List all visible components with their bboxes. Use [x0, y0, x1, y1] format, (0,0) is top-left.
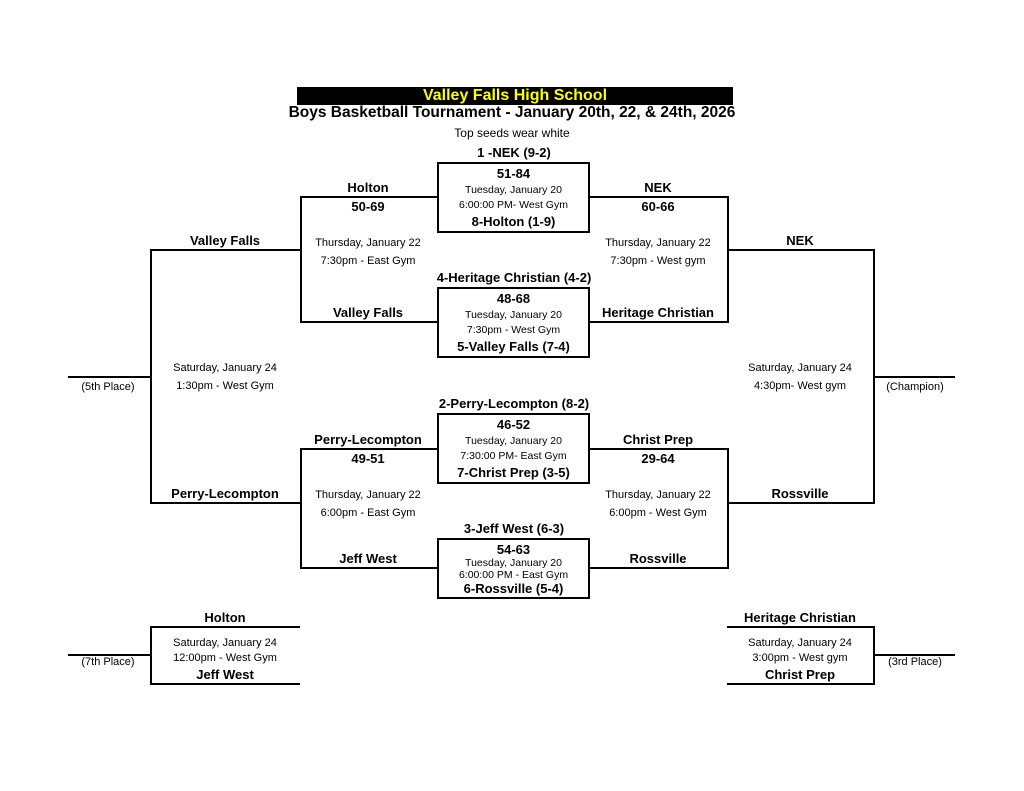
qf3-bottom-seed-label: 7-Christ Prep (3-5): [457, 465, 570, 480]
bracket-line: [300, 448, 437, 450]
bracket-line: [150, 626, 152, 685]
qf3-date: Tuesday, January 20: [465, 435, 562, 447]
champ-semi2-bottom-team: Rossville: [629, 551, 687, 566]
bracket-line: [727, 626, 873, 628]
bracket-line: [727, 249, 873, 251]
third-place-date: Saturday, January 24: [748, 637, 852, 649]
bracket-line: [300, 196, 302, 323]
champ-semi1-date: Thursday, January 22: [605, 237, 711, 249]
bracket-line: [300, 196, 437, 198]
tournament-subtitle: Boys Basketball Tournament - January 20t…: [288, 104, 736, 121]
qf4-top-seed-label: 3-Jeff West (6-3): [463, 521, 565, 536]
bracket-line: [150, 626, 300, 628]
champion-label: (Champion): [886, 381, 944, 393]
bracket-line: [590, 196, 727, 198]
cons-semi2-score: 49-51: [351, 451, 385, 466]
seventh-place-stub-line: [68, 654, 150, 656]
third-place-stub-line: [873, 654, 955, 656]
bracket-line: [727, 502, 873, 504]
seventh-place-time-venue: 12:00pm - West Gym: [173, 652, 277, 664]
championship-date: Saturday, January 24: [748, 362, 852, 374]
bracket-line: [727, 196, 729, 323]
fifth-place-stub-line: [68, 376, 150, 378]
champ-semi2-date: Thursday, January 22: [605, 489, 711, 501]
champ-semi1-bottom-team: Heritage Christian: [602, 305, 714, 320]
fifth-place-label: (5th Place): [81, 381, 135, 393]
cons-semi2-winner: Perry-Lecompton: [171, 486, 279, 501]
qf4-time-venue: 6:00:00 PM - East Gym: [458, 569, 569, 581]
champ-semi1-score: 60-66: [641, 199, 675, 214]
qf1-score: 51-84: [496, 166, 531, 181]
qf1-bottom-seed-label: 8-Holton (1-9): [471, 214, 556, 229]
cons-semi2-time-venue: 6:00pm - East Gym: [320, 507, 416, 519]
bracket-line: [300, 448, 302, 569]
seventh-place-label: (7th Place): [81, 656, 135, 668]
champ-semi1-winner: NEK: [786, 233, 814, 248]
bracket-line: [590, 321, 727, 323]
cons-semi1-date: Thursday, January 22: [315, 237, 421, 249]
cons-semi1-time-venue: 7:30pm - East Gym: [320, 255, 416, 267]
bracket-line: [727, 448, 729, 569]
qf3-top-seed-label: 2-Perry-Lecompton (8-2): [438, 396, 590, 411]
school-title-banner: Valley Falls High School: [297, 87, 733, 105]
qf2-date: Tuesday, January 20: [465, 309, 562, 321]
qf3-game-box: 46-52 Tuesday, January 20 7:30:00 PM- Ea…: [437, 413, 590, 484]
champ-semi2-top-team: Christ Prep: [622, 432, 694, 447]
championship-time-venue: 4:30pm- West gym: [753, 380, 847, 392]
qf1-time-venue: 6:00:00 PM- West Gym: [459, 199, 568, 211]
fifth-place-date: Saturday, January 24: [173, 362, 277, 374]
champ-semi2-time-venue: 6:00pm - West Gym: [609, 507, 707, 519]
seventh-place-date: Saturday, January 24: [173, 637, 277, 649]
champ-semi2-score: 29-64: [641, 451, 675, 466]
cons-semi2-bottom-team: Jeff West: [339, 551, 397, 566]
cons-semi1-bottom-team: Valley Falls: [332, 305, 404, 320]
fifth-place-time-venue: 1:30pm - West Gym: [176, 380, 274, 392]
champ-semi2-winner: Rossville: [771, 486, 829, 501]
qf3-score: 46-52: [496, 417, 531, 432]
qf2-game-box: 48-68 Tuesday, January 20 7:30pm - West …: [437, 287, 590, 358]
bracket-line: [300, 567, 437, 569]
bracket-line: [300, 321, 437, 323]
bracket-line: [590, 448, 727, 450]
champ-semi1-top-team: NEK: [644, 180, 672, 195]
qf4-date: Tuesday, January 20: [465, 557, 562, 569]
seventh-place-bottom-team: Jeff West: [196, 667, 254, 682]
qf2-top-seed-label: 4-Heritage Christian (4-2): [436, 270, 592, 285]
qf4-game-box: 54-63 Tuesday, January 20 6:00:00 PM - E…: [437, 538, 590, 599]
qf2-score: 48-68: [496, 291, 531, 306]
seventh-place-top-team: Holton: [204, 610, 246, 625]
cons-semi1-winner: Valley Falls: [189, 233, 261, 248]
cons-semi1-score: 50-69: [351, 199, 385, 214]
top-seeds-note: Top seeds wear white: [454, 126, 570, 140]
bracket-line: [590, 567, 727, 569]
bracket-line: [150, 683, 300, 685]
cons-semi2-top-team: Perry-Lecompton: [314, 432, 422, 447]
champion-stub-line: [873, 376, 955, 378]
qf1-game-box: 51-84 Tuesday, January 20 6:00:00 PM- We…: [437, 162, 590, 233]
qf2-time-venue: 7:30pm - West Gym: [466, 324, 561, 336]
bracket-line: [150, 249, 152, 504]
third-place-top-team: Heritage Christian: [744, 610, 856, 625]
qf1-top-seed-label: 1 -NEK (9-2): [477, 145, 551, 160]
third-place-bottom-team: Christ Prep: [764, 667, 836, 682]
qf4-bottom-seed-label: 6-Rossville (5-4): [463, 581, 564, 596]
bracket-line: [150, 249, 300, 251]
bracket-line: [150, 502, 300, 504]
qf1-date: Tuesday, January 20: [465, 184, 562, 196]
qf3-time-venue: 7:30:00 PM- East Gym: [460, 450, 567, 462]
third-place-time-venue: 3:00pm - West gym: [752, 652, 848, 664]
cons-semi2-date: Thursday, January 22: [315, 489, 421, 501]
qf4-score: 54-63: [496, 542, 531, 557]
champ-semi1-time-venue: 7:30pm - West gym: [610, 255, 706, 267]
cons-semi1-top-team: Holton: [347, 180, 389, 195]
qf2-bottom-seed-label: 5-Valley Falls (7-4): [457, 339, 570, 354]
third-place-label: (3rd Place): [888, 656, 942, 668]
bracket-line: [727, 683, 873, 685]
